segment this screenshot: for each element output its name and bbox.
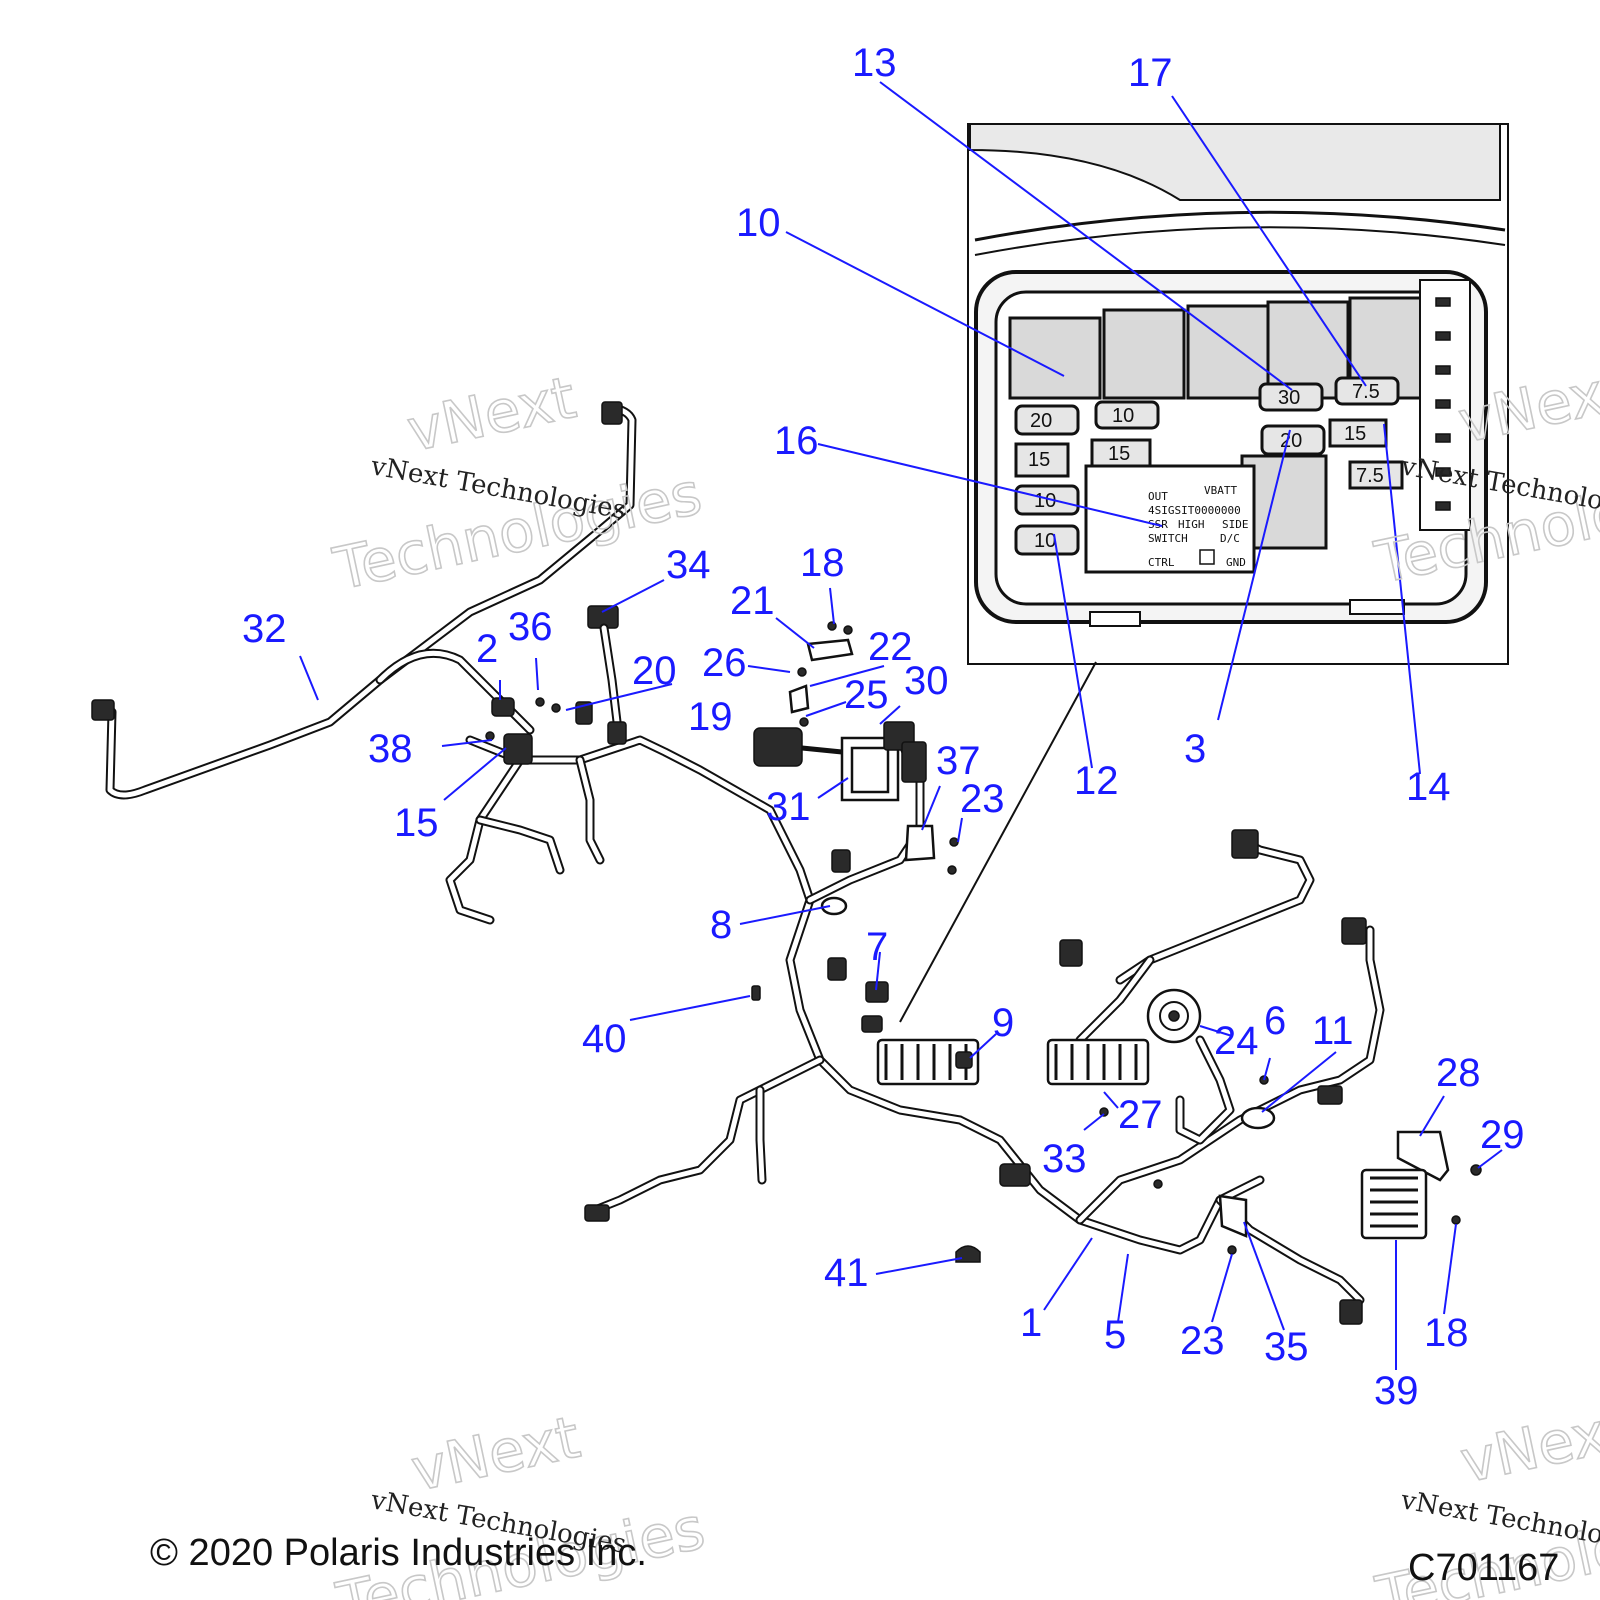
callout-12: 12 <box>1074 759 1119 803</box>
voltage-regulator <box>1360 1168 1428 1240</box>
callout-numbers: 13 17 10 16 34 18 32 36 2 21 22 20 26 25… <box>242 41 1525 1413</box>
svg-text:vNext: vNext <box>406 1403 586 1505</box>
fuse-30: 30 <box>1258 382 1324 412</box>
callout-10: 10 <box>736 201 781 245</box>
svg-text:CTRL: CTRL <box>1148 556 1175 569</box>
svg-text:20: 20 <box>1030 410 1052 432</box>
svg-text:4SIGSIT0000000: 4SIGSIT0000000 <box>1148 504 1241 517</box>
svg-text:10: 10 <box>1034 490 1056 512</box>
callout-33: 33 <box>1042 1137 1087 1181</box>
fuse-15-right: 15 <box>1328 418 1388 448</box>
callout-23-bottom: 23 <box>1180 1319 1225 1363</box>
svg-text:15: 15 <box>1344 423 1366 445</box>
callout-9: 9 <box>992 1001 1014 1045</box>
svg-text:30: 30 <box>1278 387 1300 409</box>
fuse-7-5-right: 7.5 <box>1348 460 1404 490</box>
callout-6: 6 <box>1264 999 1286 1043</box>
svg-text:15: 15 <box>1108 443 1130 465</box>
callout-2: 2 <box>476 627 498 671</box>
inset-pointer-line <box>899 661 1097 1023</box>
svg-text:15: 15 <box>1028 449 1050 471</box>
callout-40: 40 <box>582 1017 627 1061</box>
callout-34: 34 <box>666 543 711 587</box>
callout-14: 14 <box>1406 765 1451 809</box>
callout-18-bottom: 18 <box>1424 1311 1469 1355</box>
copyright-notice: © 2020 Polaris Industries Inc. <box>150 1532 647 1574</box>
leader-lines <box>299 81 1503 1370</box>
callout-36: 36 <box>508 605 553 649</box>
callout-7: 7 <box>866 925 888 969</box>
callout-38: 38 <box>368 727 413 771</box>
callout-16: 16 <box>774 419 819 463</box>
callout-19: 19 <box>688 695 733 739</box>
svg-text:7.5: 7.5 <box>1356 465 1384 487</box>
fuse-20-top-left: 20 <box>1014 404 1080 436</box>
fuse-15-left: 15 <box>1014 442 1070 478</box>
callout-21: 21 <box>730 579 775 623</box>
callout-32: 32 <box>242 607 287 651</box>
callout-22: 22 <box>868 625 913 669</box>
callout-11: 11 <box>1312 1009 1354 1053</box>
fuse-10-top: 10 <box>1094 400 1160 430</box>
figure-code: C701167 <box>1408 1547 1559 1589</box>
svg-text:20: 20 <box>1280 430 1302 452</box>
callout-5: 5 <box>1104 1313 1126 1357</box>
svg-text:SIDE: SIDE <box>1222 518 1249 531</box>
fuse-7-5-top: 7.5 <box>1334 376 1400 406</box>
callout-37: 37 <box>936 739 981 783</box>
relay-row <box>1008 296 1432 400</box>
callout-27: 27 <box>1118 1093 1163 1137</box>
ecu-module <box>840 721 927 802</box>
svg-text:HIGH: HIGH <box>1178 518 1205 531</box>
fuse-20-right: 20 <box>1260 424 1326 456</box>
callout-13: 13 <box>852 41 897 85</box>
harness-line-art <box>91 401 1482 1325</box>
callout-15: 15 <box>394 801 439 845</box>
callout-30: 30 <box>904 659 949 703</box>
fuse-15-center: 15 <box>1090 438 1152 468</box>
callout-8: 8 <box>710 903 732 947</box>
callout-25: 25 <box>844 673 889 717</box>
callout-1: 1 <box>1020 1301 1042 1345</box>
callout-23-top: 23 <box>960 777 1005 821</box>
fuse-strip-right <box>1419 279 1471 531</box>
svg-text:D/C: D/C <box>1220 532 1240 545</box>
fuse-box-fuses: 20 10 15 15 10 10 30 20 7.5 15 7.5 <box>1014 376 1404 556</box>
svg-text:SWITCH: SWITCH <box>1148 532 1188 545</box>
callout-24: 24 <box>1214 1019 1259 1063</box>
svg-text:10: 10 <box>1112 405 1134 427</box>
svg-text:10: 10 <box>1034 530 1056 552</box>
ssr-module: OUT VBATT 4SIGSIT0000000 SSR HIGH SIDE S… <box>1084 464 1256 574</box>
callout-29: 29 <box>1480 1113 1525 1157</box>
callout-26: 26 <box>702 641 747 685</box>
callout-35: 35 <box>1264 1325 1309 1369</box>
svg-text:GND: GND <box>1226 556 1246 569</box>
callout-20: 20 <box>632 649 677 693</box>
callout-39: 39 <box>1374 1369 1419 1413</box>
svg-text:OUT: OUT <box>1148 490 1168 503</box>
callout-18-top: 18 <box>800 541 845 585</box>
callout-41: 41 <box>824 1251 869 1295</box>
callout-31: 31 <box>766 785 811 829</box>
svg-text:vNext: vNext <box>1455 1394 1600 1496</box>
fuse-10-mid: 10 <box>1014 484 1080 516</box>
callout-28: 28 <box>1436 1051 1481 1095</box>
svg-text:7.5: 7.5 <box>1352 381 1380 403</box>
svg-text:VBATT: VBATT <box>1204 484 1237 497</box>
callout-3: 3 <box>1184 727 1206 771</box>
fuse-10-bottom: 10 <box>1014 524 1080 556</box>
fuse-box-inset: 20 10 15 15 10 10 30 20 7.5 15 7.5 <box>967 123 1509 665</box>
svg-text:vNext: vNext <box>402 363 582 465</box>
callout-17: 17 <box>1128 51 1173 95</box>
